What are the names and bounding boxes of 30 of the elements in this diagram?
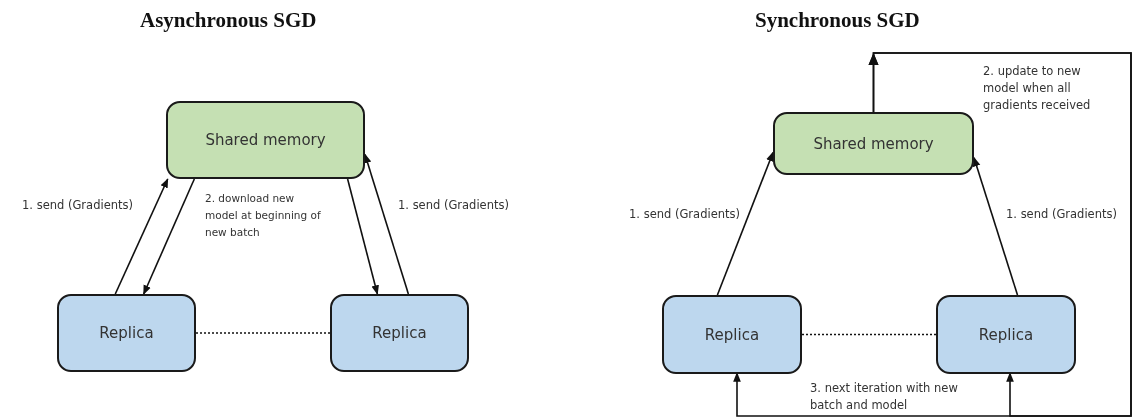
replica-box bbox=[936, 295, 1076, 374]
edge-label: 1. send (Gradients) bbox=[1006, 206, 1118, 223]
node-label: Replica bbox=[978, 325, 1034, 344]
edge-label: 3. next iteration with new batch and model bbox=[810, 380, 959, 414]
memory-box bbox=[166, 101, 365, 179]
node-label: Shared memory bbox=[205, 131, 326, 149]
arrow bbox=[142, 178, 196, 295]
edge-label: 1. send (Gradients) bbox=[628, 206, 740, 223]
heading: Synchronous SGD bbox=[755, 8, 920, 33]
arrow bbox=[363, 153, 410, 295]
arrow bbox=[114, 178, 169, 295]
node-label: Shared memory bbox=[813, 134, 934, 153]
node-label: Replica bbox=[372, 324, 427, 342]
arrow bbox=[716, 151, 774, 296]
edge-label: 1. send (Gradients) bbox=[21, 197, 133, 214]
replica-box bbox=[330, 294, 469, 372]
memory-box bbox=[773, 112, 974, 175]
arrow bbox=[346, 178, 379, 295]
heading: Asynchronous SGD bbox=[140, 8, 317, 33]
replica-box bbox=[57, 294, 196, 372]
arrow bbox=[972, 156, 1019, 296]
node-label: Replica bbox=[99, 324, 154, 342]
edge-label: 1. send (Gradients) bbox=[398, 197, 510, 214]
replica-box bbox=[662, 295, 802, 374]
dotted-line bbox=[801, 333, 937, 336]
dotted-line bbox=[195, 332, 331, 334]
note: 2. update to new model when all gradients received bbox=[983, 63, 1092, 114]
edge-label: 2. download new model at beginning of new batch bbox=[205, 191, 321, 240]
node-label: Replica bbox=[704, 325, 760, 344]
arrow bbox=[868, 52, 1132, 417]
